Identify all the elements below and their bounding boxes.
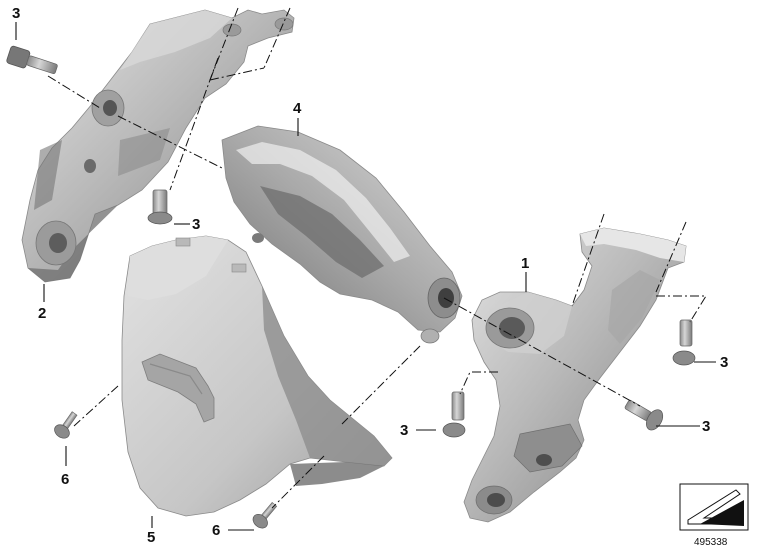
assembly-lines [47,7,707,509]
callout-2: 2 [38,305,46,322]
bolt-right-upper [672,319,696,366]
orientation-symbol [679,483,749,531]
screw-left-lower [54,411,78,439]
callout-1: 1 [521,255,529,272]
cover-part-5 [121,235,393,517]
callout-3-right-upper: 3 [720,354,728,371]
center-bracket-part-4 [221,125,463,344]
callout-6-bottom: 6 [212,522,220,539]
leader-lines [15,22,716,531]
left-bracket-part-2 [21,9,295,283]
bolt-right-lower [624,399,664,431]
diagram-id-number: 495338 [694,537,728,548]
callout-4: 4 [293,100,302,117]
bolt-center-lower [442,391,466,438]
bolt-top-left [6,45,58,74]
screw-bottom-center [252,501,278,529]
callout-3-left-middle: 3 [192,216,200,233]
callout-6-left: 6 [61,471,69,488]
callout-5: 5 [147,529,155,546]
right-bracket-part-1 [463,227,687,523]
callout-3-right-lower: 3 [702,418,710,435]
bolt-under-bracket-2 [147,189,173,225]
callout-3-center-lower: 3 [400,422,408,439]
callout-3-top-left: 3 [12,5,20,22]
